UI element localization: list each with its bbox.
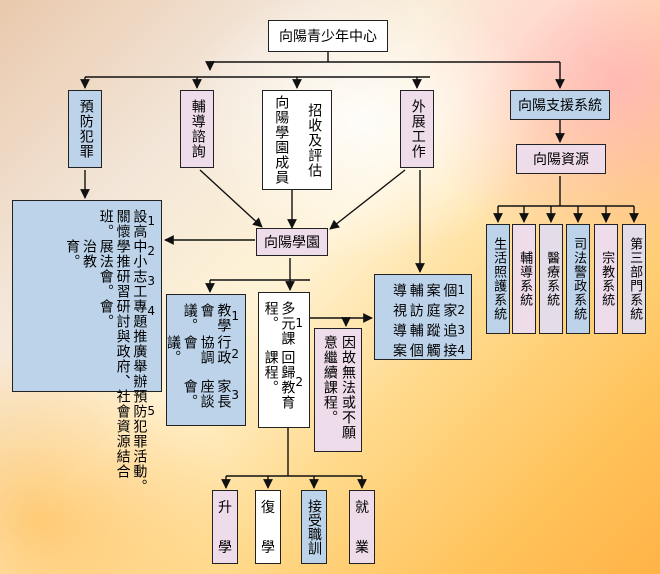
- outcome-return-school: 復學: [255, 490, 281, 564]
- member-label: 向陽學園成員: [273, 95, 290, 185]
- node-academy: 向陽學園: [256, 228, 328, 256]
- node-outreach: 外展工作: [400, 90, 434, 168]
- system-counseling: 輔導系統: [512, 224, 536, 334]
- node-resources: 向陽資源: [516, 144, 606, 174]
- outcome-further-study: 升學: [212, 490, 238, 564]
- node-counseling: 輔導諮詢: [180, 90, 214, 168]
- top-node: 向陽青少年中心: [268, 20, 388, 52]
- admission-label: 招收及評估: [306, 102, 323, 178]
- system-living-care: 生活照護系統: [486, 224, 510, 334]
- outcome-employment: 就業: [349, 490, 375, 564]
- outcome-vocational-training: 接受職訓: [301, 490, 327, 564]
- system-religion: 宗教系統: [594, 224, 618, 334]
- system-third-sector: 第三部門系統: [622, 224, 646, 334]
- node-admission: 招收及評估 向陽學園成員: [262, 90, 332, 190]
- node-discontinue: 因故無法或不願意繼續課程。: [314, 328, 362, 452]
- system-judicial-police: 司法警政系統: [566, 224, 590, 334]
- system-medical: 醫療系統: [539, 224, 563, 334]
- node-prevent-crime: 預防犯罪: [68, 90, 102, 168]
- node-support-system: 向陽支援系統: [510, 90, 610, 120]
